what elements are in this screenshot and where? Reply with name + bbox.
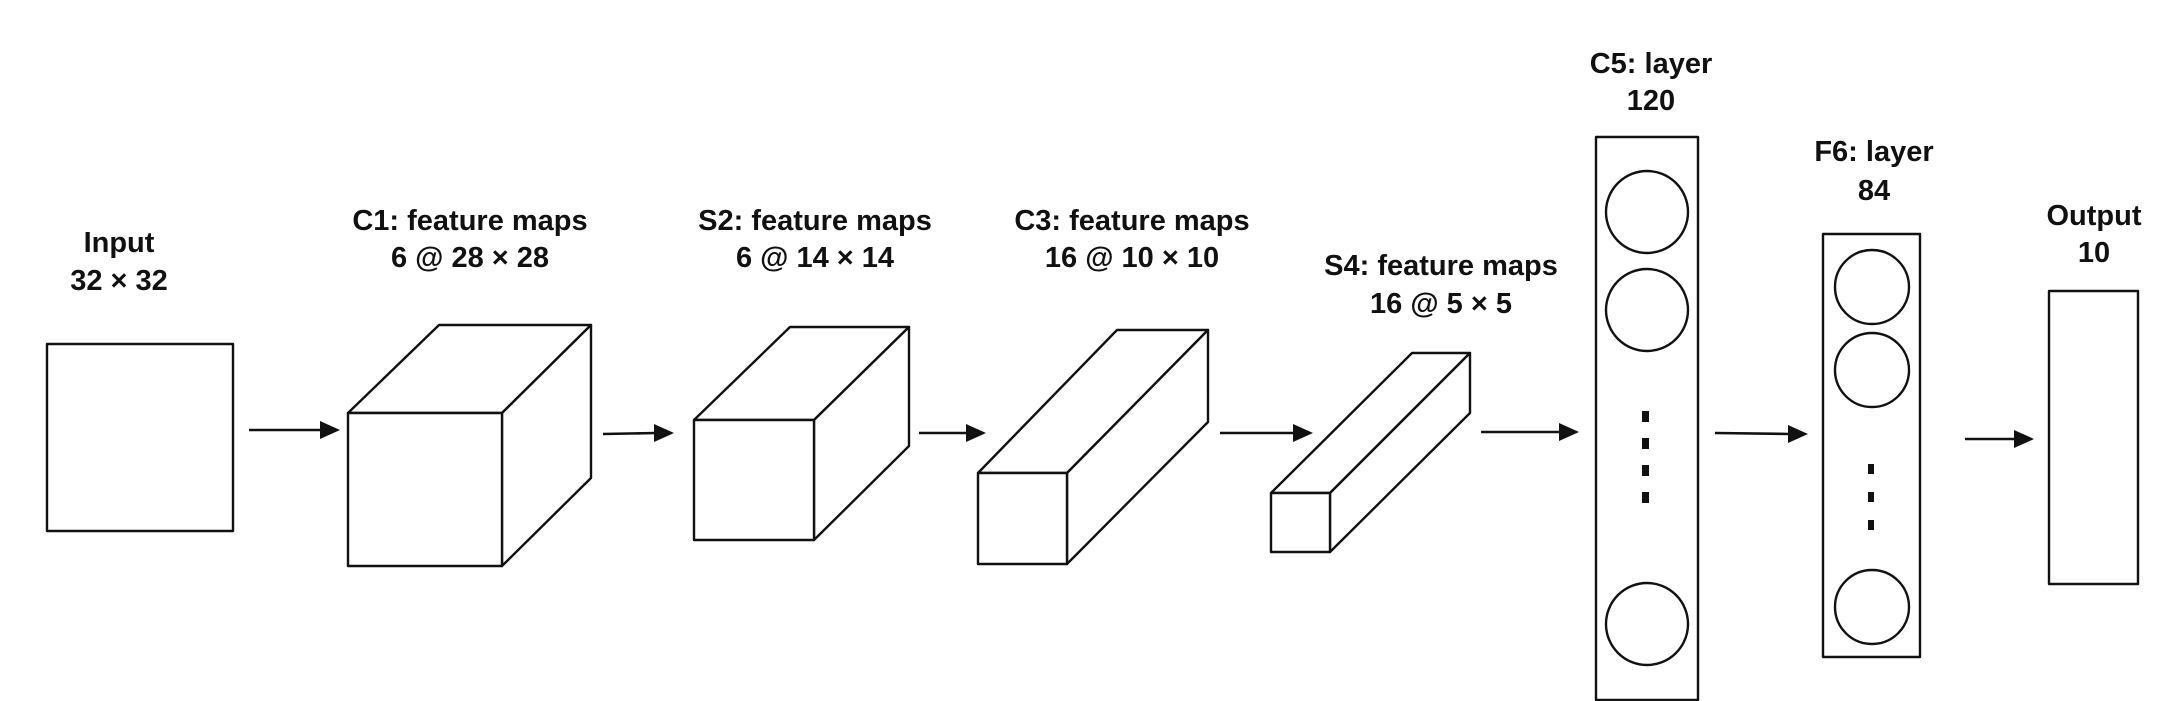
c1-box (346, 323, 593, 568)
c5-ellipsis-dot (1642, 438, 1649, 449)
f6-ellipsis-dot (1868, 464, 1874, 474)
c5-ellipsis-dot (1642, 411, 1649, 422)
arrow-head (1293, 424, 1313, 442)
c5-size: 120 (1627, 85, 1675, 117)
output-box (2047, 289, 2140, 586)
arrow-head (1559, 423, 1579, 441)
output-size: 10 (2078, 237, 2110, 269)
c5-title: C5: layer (1590, 48, 1713, 80)
f6-title: F6: layer (1814, 136, 1933, 168)
c5-column (1594, 135, 1700, 701)
arrow-head (2014, 430, 2034, 448)
s4-size: 16 @ 5 × 5 (1370, 288, 1512, 320)
arrow-c3-to-s4 (1220, 424, 1313, 442)
s2-box-front-face (692, 418, 816, 542)
s4-title: S4: feature maps (1324, 250, 1558, 282)
arrow-head (654, 424, 674, 442)
f6-neuron (1833, 568, 1911, 646)
c3-size: 16 @ 10 × 10 (1045, 242, 1219, 274)
c1-title: C1: feature maps (352, 205, 587, 237)
f6-column (1821, 232, 1922, 659)
f6-ellipsis-dot (1868, 520, 1874, 530)
f6-ellipsis-dot (1868, 492, 1874, 502)
c1-size: 6 @ 28 × 28 (391, 242, 549, 274)
c5-neuron (1604, 581, 1690, 667)
input-size: 32 × 32 (70, 265, 168, 297)
s2-title: S2: feature maps (698, 205, 932, 237)
f6-size: 84 (1858, 175, 1890, 207)
arrow-c1-to-s2 (602, 424, 674, 442)
c5-ellipsis-dot (1642, 465, 1649, 476)
input-title: Input (84, 227, 155, 259)
arrow-head (966, 424, 986, 442)
arrow-c5-to-f6 (1714, 425, 1808, 443)
c5-ellipsis-dot (1642, 492, 1649, 503)
arrow-head (320, 421, 340, 439)
output-title: Output (2046, 200, 2141, 232)
c1-box-front-face (346, 411, 504, 568)
c3-box-front-face (976, 471, 1069, 566)
labels: Input 32 × 32 C1: feature maps 6 @ 28 × … (70, 48, 2142, 320)
arrow-f6-to-output (1965, 430, 2034, 448)
arrow-s4-to-c5 (1481, 423, 1579, 441)
input-square (45, 342, 235, 533)
c5-neuron (1604, 267, 1690, 353)
c3-title: C3: feature maps (1014, 205, 1249, 237)
c5-neuron (1604, 169, 1690, 255)
arrow-input-to-c1 (249, 421, 340, 439)
arrow-head (1788, 425, 1808, 443)
c3-box (976, 328, 1210, 566)
s4-box-front-face (1269, 491, 1332, 554)
f6-neuron (1833, 248, 1911, 326)
arrows (249, 421, 2034, 448)
f6-neuron (1833, 331, 1911, 409)
arrow-s2-to-c3 (919, 424, 986, 442)
s2-size: 6 @ 14 × 14 (736, 242, 894, 274)
s4-box (1269, 351, 1472, 554)
s2-box (692, 325, 911, 542)
